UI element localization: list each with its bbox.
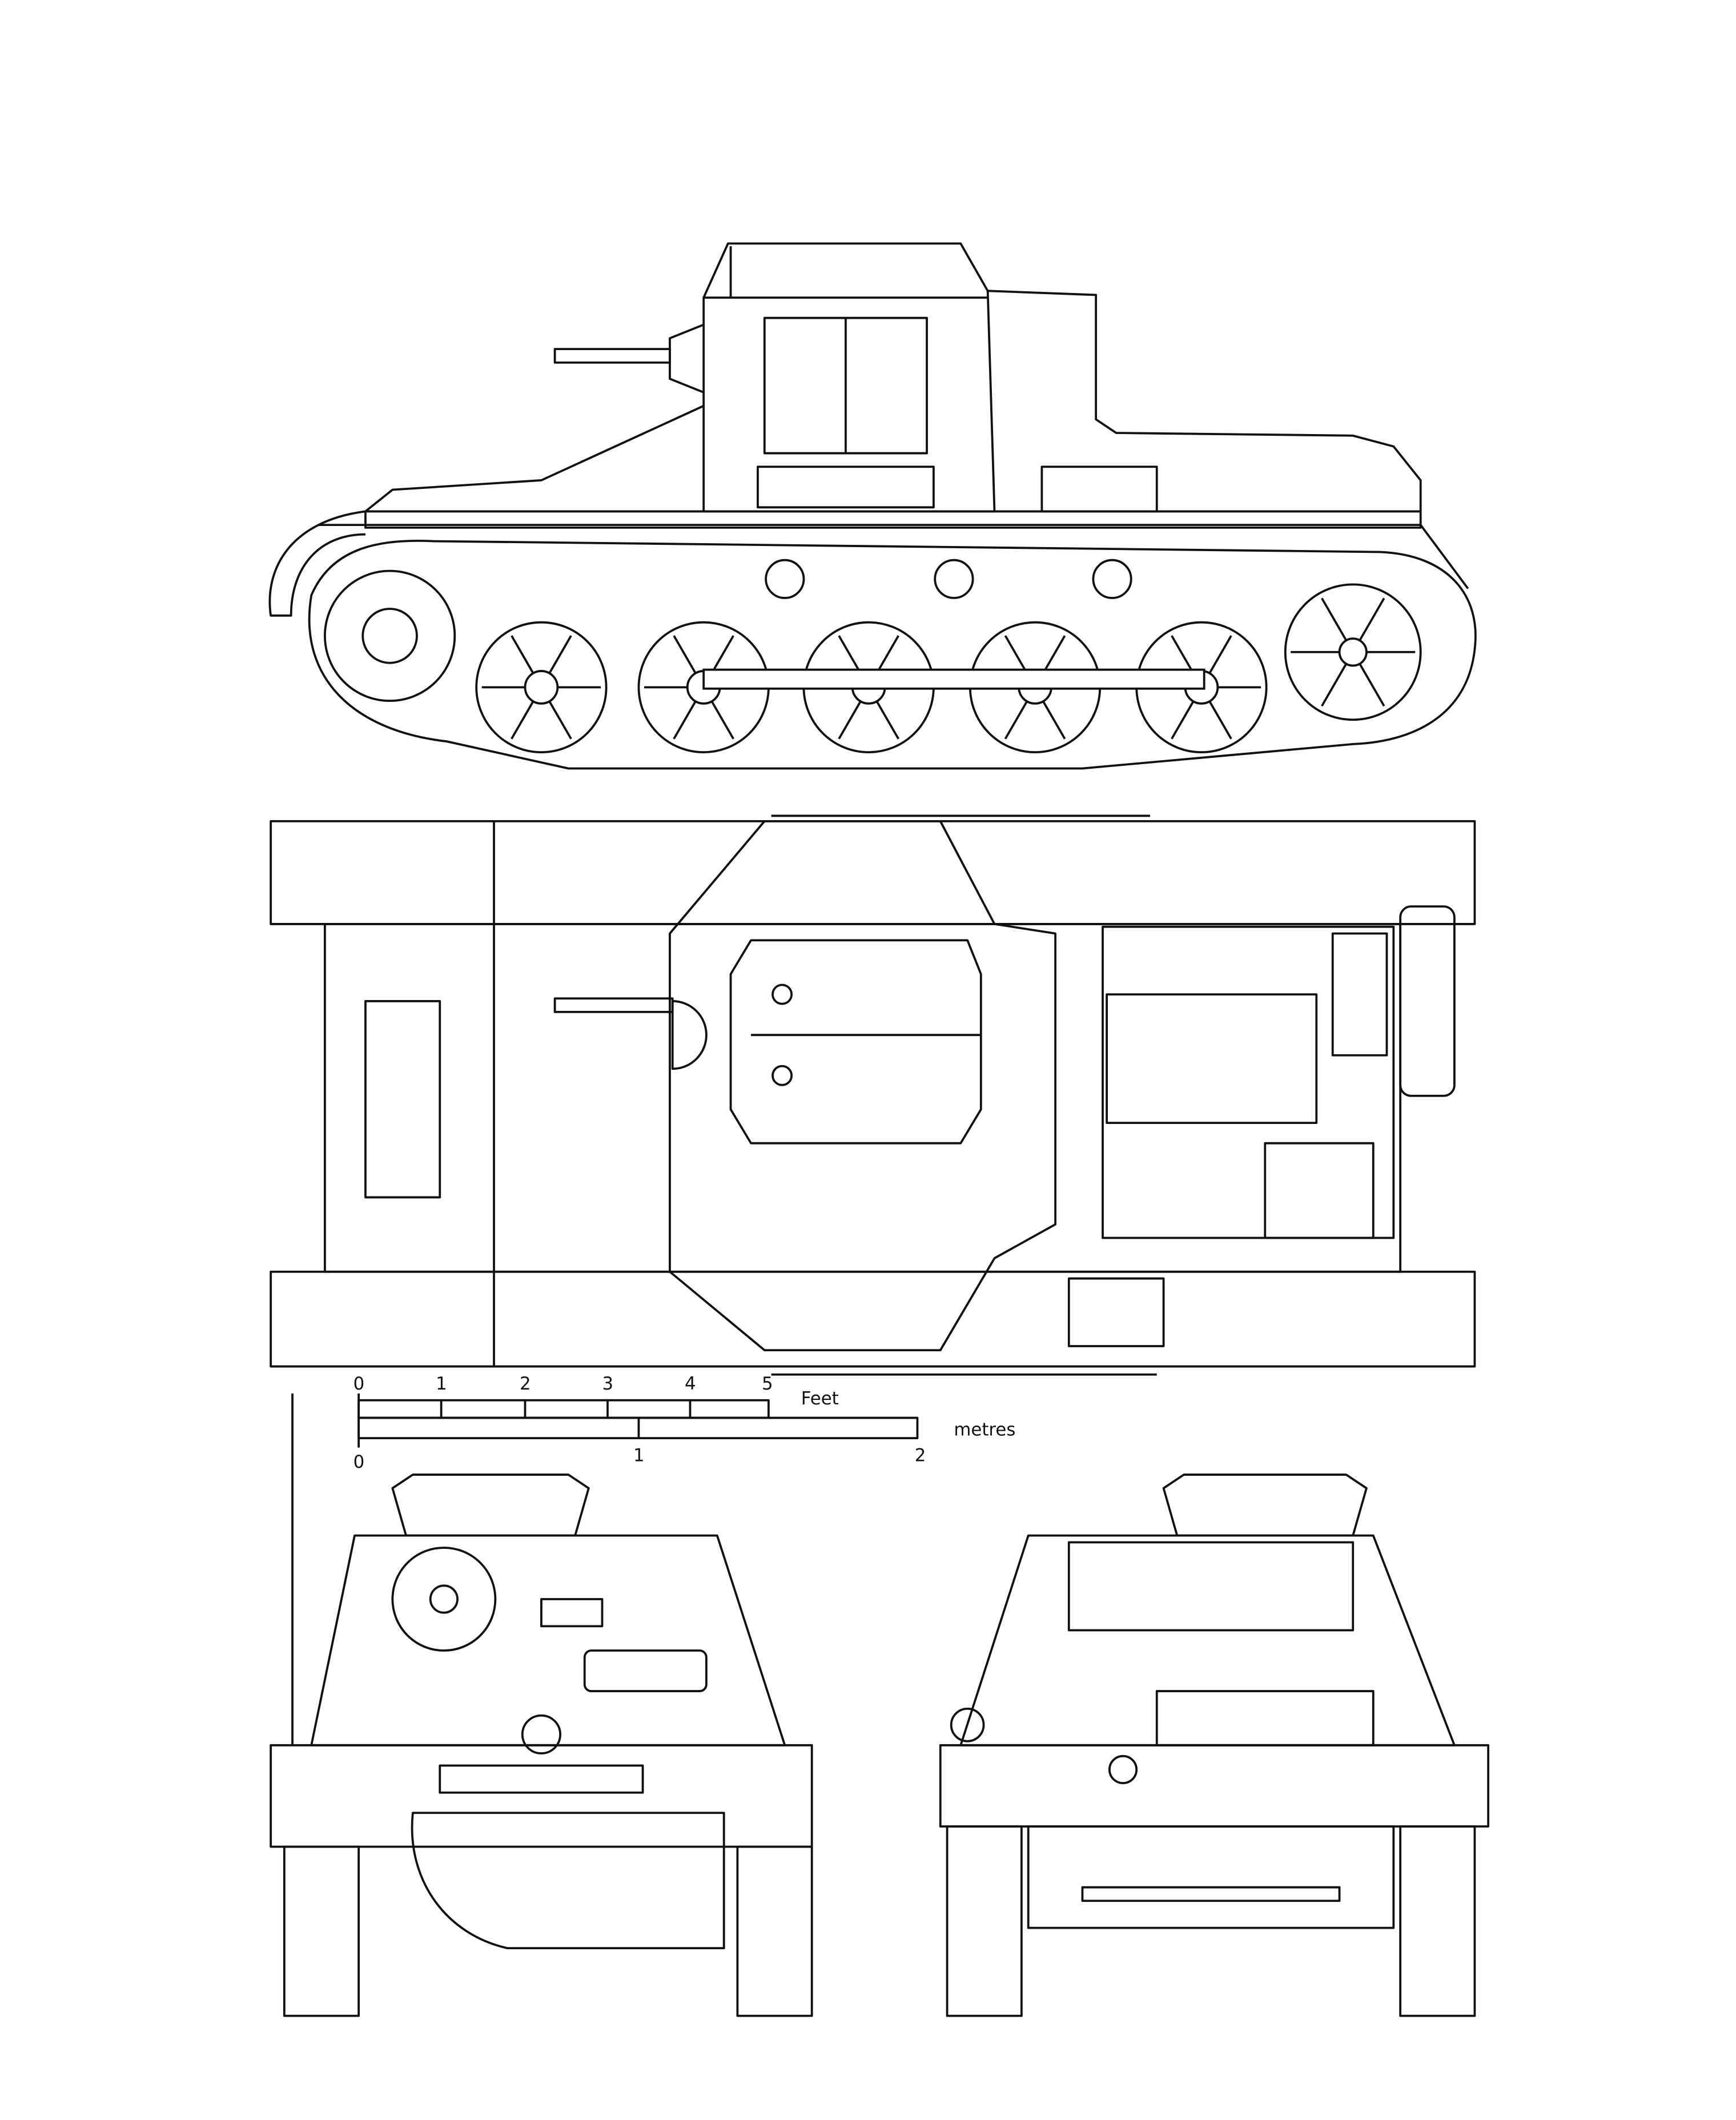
- rear-engine-deck: [1067, 1541, 1355, 1632]
- front-transmission-cover: [411, 1812, 725, 1950]
- feet-scale: [357, 1399, 770, 1419]
- rear-axle: [1081, 1886, 1341, 1902]
- plan-view: [270, 814, 1476, 1376]
- plan-roof-hatch: [729, 939, 982, 1145]
- road-wheel-hub: [524, 670, 559, 705]
- front-cupola: [391, 1473, 590, 1537]
- suspension-girder: [702, 668, 1205, 690]
- plan-engine-hatch: [1106, 993, 1318, 1125]
- rear-right-track: [1399, 1825, 1476, 2017]
- side-cupola-line: [704, 246, 988, 299]
- feet-tick-3: 3: [602, 1374, 614, 1394]
- side-front-fender: [268, 510, 366, 617]
- plan-gun: [553, 997, 674, 1013]
- rear-lower-hull: [1027, 1825, 1395, 1929]
- front-tow-bar: [439, 1764, 644, 1794]
- front-vision-slot: [540, 1598, 604, 1628]
- rear-tow-hook: [1108, 1754, 1138, 1785]
- rear-superstructure: [959, 1534, 1456, 1746]
- scale-bar: 0 1 2 3 4 5 Feet metres 0 1 2: [353, 1374, 1016, 1472]
- return-roller: [765, 559, 805, 599]
- sprocket-hub: [361, 608, 418, 664]
- plan-mantlet: [671, 1000, 708, 1070]
- front-view: [270, 1393, 813, 2017]
- front-gun-mantlet: [391, 1547, 497, 1652]
- front-driver-visor: [583, 1649, 708, 1692]
- rear-light: [950, 1707, 985, 1742]
- front-superstructure: [310, 1534, 786, 1746]
- metres-tick-2: 2: [915, 1445, 926, 1465]
- front-right-track: [736, 1845, 813, 2017]
- side-rivet-plate: [757, 465, 935, 509]
- rear-view: [939, 1473, 1490, 2017]
- side-track: [308, 539, 1477, 770]
- plan-stowage-box: [1067, 1277, 1165, 1347]
- plan-driver-plate: [364, 1000, 441, 1199]
- plan-radiator-hatch: [1264, 1142, 1375, 1239]
- return-roller: [1092, 559, 1132, 599]
- metres-tick-0: 0: [353, 1452, 365, 1472]
- rear-fuel-tanks: [1155, 1690, 1375, 1746]
- rear-left-track: [946, 1825, 1023, 2017]
- plan-left-fender: [270, 820, 1476, 925]
- idler-hub: [1338, 637, 1368, 667]
- feet-tick-2: 2: [520, 1374, 531, 1394]
- plan-engine-deck: [1102, 925, 1395, 1239]
- side-gun-shield: [669, 323, 704, 394]
- side-engine-deck: [987, 290, 1422, 512]
- front-hull-plate: [270, 1744, 813, 1848]
- rear-hull-plate: [939, 1744, 1490, 1828]
- plan-silencer: [1399, 905, 1456, 1097]
- side-view: [268, 242, 1477, 770]
- side-front-glacis: [364, 404, 704, 512]
- plan-right-fender: [270, 1270, 1476, 1368]
- front-left-track: [283, 1845, 360, 2017]
- plan-fighting-compartment: [669, 820, 1056, 1352]
- plan-hull: [324, 923, 1402, 1273]
- side-machine-gun: [553, 348, 671, 364]
- metres-unit-label: metres: [954, 1419, 1015, 1440]
- metres-tick-1: 1: [633, 1445, 645, 1465]
- front-headlight: [521, 1714, 561, 1754]
- return-roller: [934, 559, 974, 599]
- plan-louvres: [1331, 932, 1388, 1057]
- side-stowage-box: [1040, 465, 1158, 513]
- feet-tick-5: 5: [762, 1374, 773, 1394]
- feet-tick-4: 4: [685, 1374, 696, 1394]
- rear-cupola: [1162, 1473, 1368, 1537]
- feet-tick-0: 0: [353, 1374, 365, 1394]
- feet-unit-label: Feet: [801, 1388, 839, 1409]
- side-superstructure: [702, 242, 996, 513]
- side-hull-lower: [318, 524, 1469, 589]
- feet-tick-1: 1: [436, 1374, 447, 1394]
